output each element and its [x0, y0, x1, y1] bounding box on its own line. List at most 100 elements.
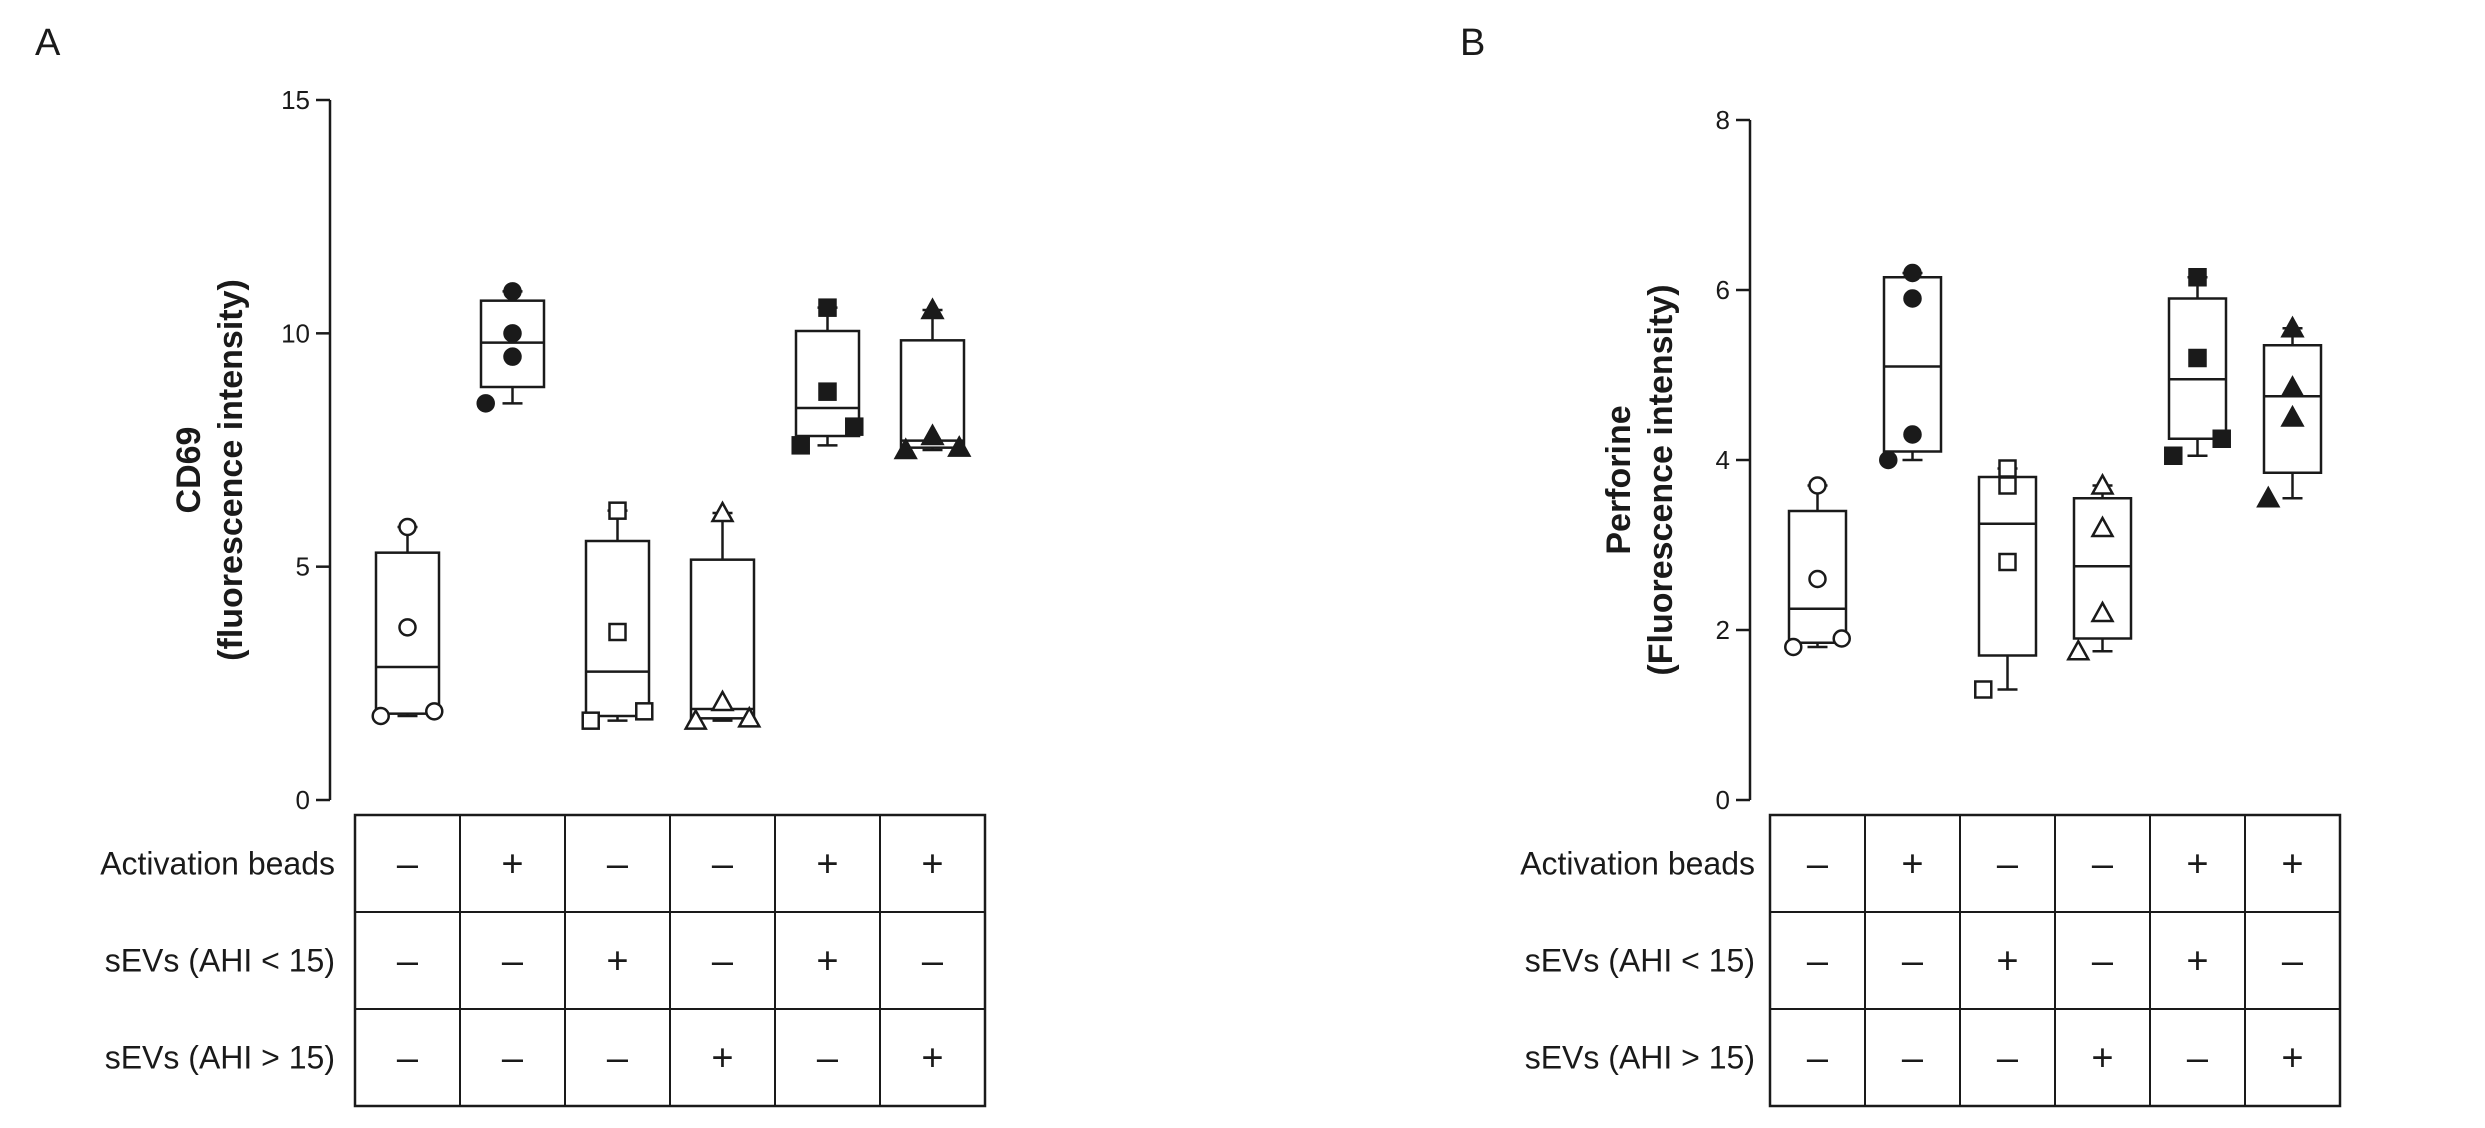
data-point — [710, 689, 735, 712]
box-group — [791, 298, 864, 455]
data-point — [845, 417, 864, 436]
data-point — [2188, 268, 2207, 287]
minus-sign: – — [502, 941, 524, 983]
box-iqr — [1787, 509, 1848, 644]
minus-sign: – — [1807, 844, 1829, 886]
data-point — [2280, 375, 2305, 397]
box-iqr — [689, 558, 756, 720]
data-point — [737, 705, 762, 728]
minus-sign: – — [712, 941, 734, 983]
minus-sign: – — [397, 1038, 419, 1080]
data-point — [581, 711, 600, 730]
plus-sign: + — [2281, 844, 2303, 886]
data-point — [2164, 446, 2183, 465]
minus-sign: – — [1997, 844, 2019, 886]
box-iqr — [374, 551, 441, 715]
data-point — [1903, 263, 1922, 283]
box-iqr — [2072, 497, 2133, 640]
y-tick-label: 2 — [1716, 615, 1730, 645]
data-point — [398, 618, 417, 637]
data-point — [503, 324, 522, 343]
box-group — [371, 517, 444, 726]
minus-sign: – — [1902, 1038, 1924, 1080]
data-point — [2090, 515, 2115, 538]
table-row-label: sEVs (AHI < 15) — [1525, 943, 1755, 979]
box-group — [1784, 476, 1851, 657]
data-point — [398, 517, 417, 537]
data-point — [920, 297, 945, 320]
data-point — [2256, 485, 2281, 508]
data-point — [947, 435, 972, 457]
data-point — [1998, 552, 2017, 572]
condition-table: Activation beads–+––++sEVs (AHI < 15)––+… — [1520, 813, 2342, 1108]
data-point — [683, 708, 708, 730]
minus-sign: – — [817, 1038, 839, 1080]
data-point — [710, 500, 735, 523]
box-group — [2066, 472, 2133, 661]
data-point — [1808, 569, 1827, 589]
box-group — [683, 500, 762, 730]
minus-sign: – — [1807, 941, 1829, 983]
y-tick-label: 5 — [296, 552, 310, 582]
y-tick-label: 4 — [1716, 445, 1730, 475]
plus-sign: + — [816, 941, 838, 983]
data-point — [608, 501, 627, 520]
data-point — [1974, 680, 1993, 699]
plus-sign: + — [711, 1038, 733, 1080]
box-iqr — [899, 339, 966, 449]
plus-sign: + — [501, 844, 523, 886]
y-tick-label: 15 — [281, 85, 310, 115]
data-point — [2212, 429, 2231, 448]
box-iqr — [794, 329, 861, 438]
y-tick-label: 6 — [1716, 275, 1730, 305]
data-point — [2066, 638, 2091, 661]
plus-sign: + — [2281, 1038, 2303, 1080]
minus-sign: – — [922, 941, 944, 983]
minus-sign: – — [1807, 1038, 1829, 1080]
data-point — [1784, 637, 1803, 657]
plus-sign: + — [2186, 844, 2208, 886]
box-group — [1974, 459, 2038, 699]
panel-letter: B — [1460, 22, 1485, 64]
data-point — [791, 436, 810, 455]
plus-sign: + — [921, 844, 943, 886]
minus-sign: – — [2092, 941, 2114, 983]
data-point — [2188, 348, 2207, 368]
plus-sign: + — [2186, 941, 2208, 983]
plus-sign: + — [1996, 941, 2018, 983]
data-point — [635, 702, 654, 721]
data-point — [893, 437, 918, 460]
minus-sign: – — [502, 1038, 524, 1080]
box-group — [581, 501, 654, 730]
panel-letter: A — [35, 22, 61, 64]
data-point — [371, 706, 390, 726]
y-tick-label: 0 — [1716, 785, 1730, 815]
minus-sign: – — [397, 941, 419, 983]
box-iqr — [584, 539, 651, 718]
table-row-label: sEVs (AHI > 15) — [1525, 1040, 1755, 1076]
y-axis-label-line2: (Fluorescence intensity) — [1642, 284, 1680, 675]
data-point — [1903, 425, 1922, 444]
data-point — [1808, 476, 1827, 495]
data-point — [608, 622, 627, 642]
box-group — [2256, 315, 2323, 508]
minus-sign: – — [397, 844, 419, 886]
plus-sign: + — [2091, 1038, 2113, 1080]
y-tick-label: 10 — [281, 318, 310, 348]
data-point — [425, 702, 444, 721]
data-point — [476, 394, 495, 413]
box-iqr — [2262, 344, 2323, 474]
minus-sign: – — [2282, 941, 2304, 983]
data-point — [503, 282, 522, 301]
minus-sign: – — [712, 844, 734, 886]
data-point — [2280, 315, 2305, 338]
minus-sign: – — [2187, 1038, 2209, 1080]
minus-sign: – — [607, 844, 629, 886]
data-point — [1879, 450, 1898, 470]
minus-sign: – — [1902, 941, 1924, 983]
table-row-label: sEVs (AHI > 15) — [105, 1040, 335, 1076]
plus-sign: + — [606, 941, 628, 983]
